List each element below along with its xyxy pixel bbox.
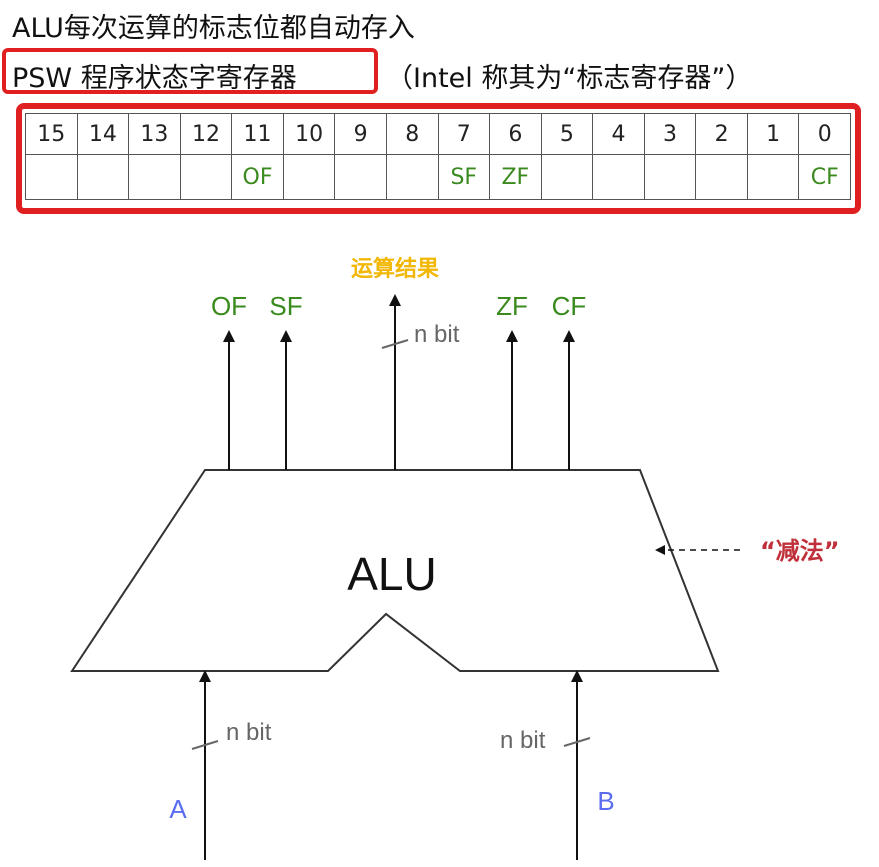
of-output-label: OF	[211, 291, 247, 321]
alu-label: ALU	[347, 548, 436, 600]
bit-number-cell: 10	[282, 113, 336, 155]
bit-number-cell: 13	[128, 113, 181, 155]
result-width-label: n bit	[414, 321, 460, 348]
operation-label: “减法”	[760, 537, 840, 565]
psw-highlight-box	[2, 48, 378, 94]
flag-cell	[76, 154, 130, 200]
flag-row: OF SF ZF CF	[25, 154, 851, 200]
alu-body	[70, 469, 720, 672]
input-b-width-label: n bit	[500, 727, 546, 754]
register-highlight-frame	[16, 103, 861, 214]
flag-cell	[128, 154, 181, 200]
bit-number-cell: 12	[179, 113, 233, 155]
cf-output-label: CF	[552, 291, 587, 321]
input-a-width-slash	[191, 740, 219, 750]
bit-number-cell: 0	[798, 113, 851, 155]
bit-number-cell: 5	[540, 113, 594, 155]
zf-output-label: ZF	[496, 291, 528, 321]
sf-output-label: SF	[269, 291, 302, 321]
flag-cell-zf: ZF	[489, 154, 542, 200]
input-a-width-label: n bit	[226, 719, 272, 746]
flag-cell-sf: SF	[437, 154, 491, 200]
input-b-label: B	[597, 786, 614, 816]
result-width-slash	[381, 339, 409, 349]
input-b-width-slash	[563, 737, 591, 747]
psw-note: （Intel 称其为“标志寄存器”）	[386, 63, 753, 94]
bit-number-cell: 8	[385, 113, 439, 155]
bit-number-cell: 3	[643, 113, 697, 155]
result-label: 运算结果	[351, 256, 439, 282]
flag-cell	[25, 154, 78, 200]
flag-cell	[695, 154, 748, 200]
input-a-label: A	[169, 794, 187, 824]
bit-number-cell: 4	[592, 113, 645, 155]
flag-cell	[643, 154, 697, 200]
psw-register-table: 15 14 13 12 11 10 9 8 7 6 5 4 3 2 1 0 OF…	[25, 113, 851, 200]
heading: ALU每次运算的标志位都自动存入	[12, 13, 415, 44]
bit-number-cell: 11	[231, 113, 284, 155]
flag-cell-of: OF	[231, 154, 284, 200]
bit-number-cell: 14	[76, 113, 130, 155]
psw-label: PSW 程序状态字寄存器	[12, 63, 297, 94]
bit-number-cell: 9	[334, 113, 387, 155]
flag-cell-cf: CF	[798, 154, 851, 200]
